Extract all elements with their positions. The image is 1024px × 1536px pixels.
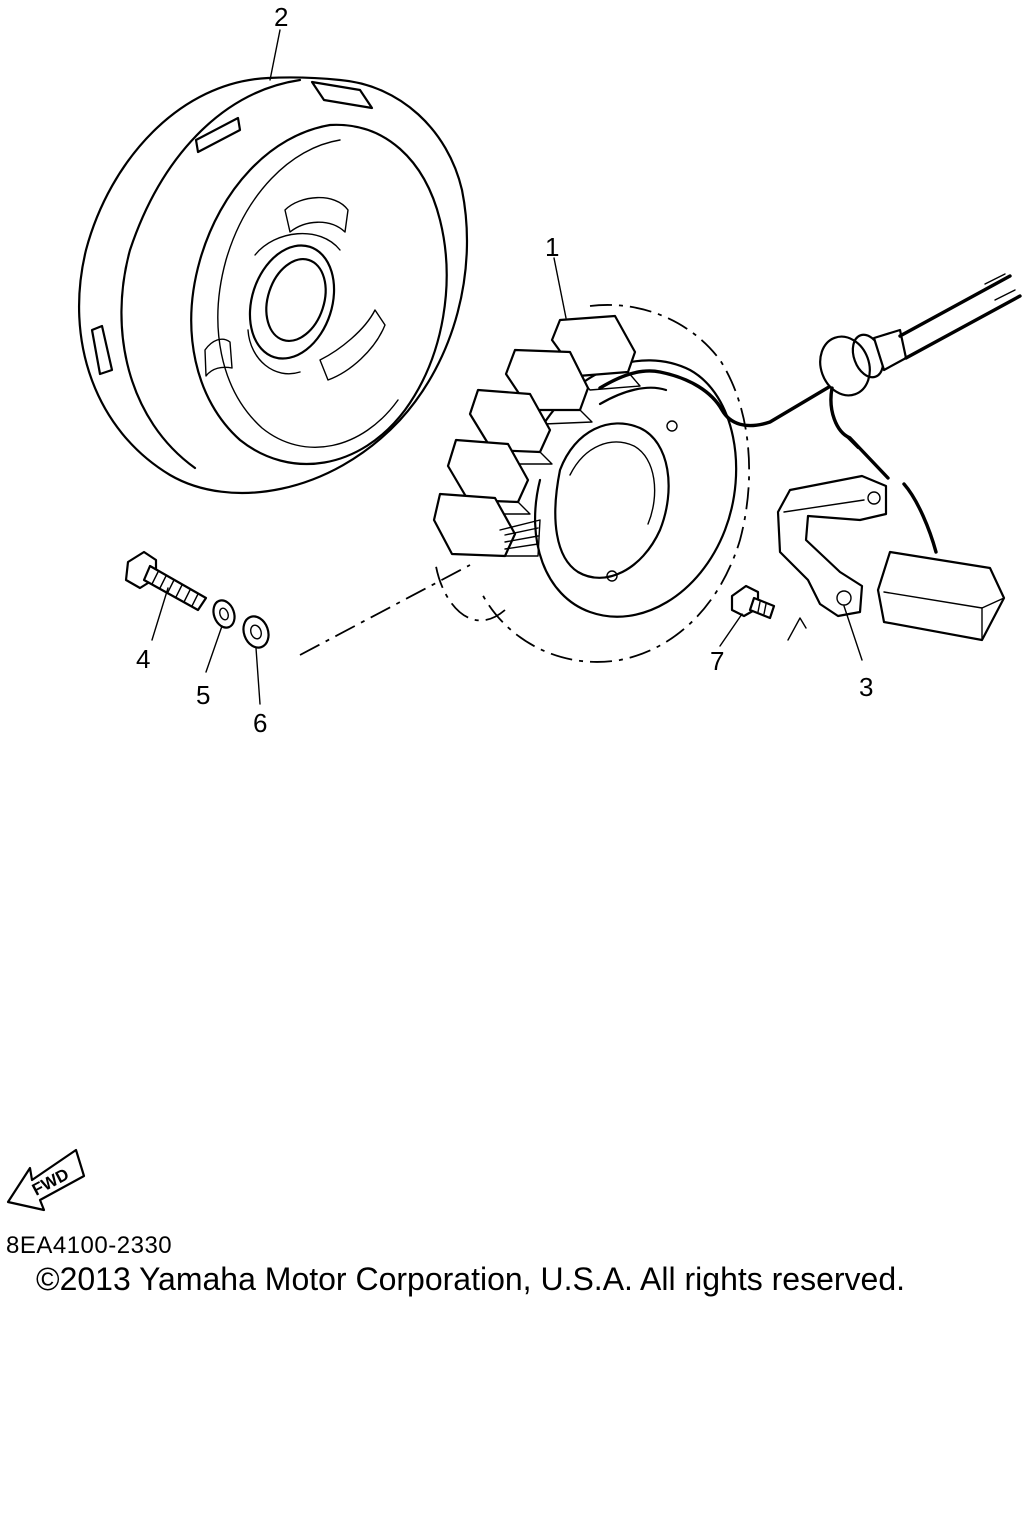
bolt bbox=[124, 550, 208, 612]
callout-2: 2 bbox=[274, 2, 288, 32]
callout-7: 7 bbox=[710, 646, 724, 676]
callout-5: 5 bbox=[196, 680, 210, 710]
callout-labels: 1 2 3 4 5 6 7 bbox=[136, 2, 873, 738]
part-code: 8EA4100-2330 bbox=[6, 1232, 173, 1259]
leader-lines bbox=[151, 29, 863, 705]
lead-bracket bbox=[776, 474, 888, 641]
copyright-notice: ©2013 Yamaha Motor Corporation, U.S.A. A… bbox=[36, 1261, 906, 1297]
callout-1: 1 bbox=[545, 232, 559, 262]
lock-washer bbox=[212, 599, 236, 629]
stator-assembly bbox=[299, 273, 1022, 663]
callout-3: 3 bbox=[859, 672, 873, 702]
callout-6: 6 bbox=[253, 708, 267, 738]
screw bbox=[730, 584, 776, 620]
plain-washer bbox=[242, 615, 270, 649]
stator-coils bbox=[432, 314, 641, 558]
fwd-arrow-icon: FWD bbox=[6, 1148, 86, 1212]
rotor-flywheel bbox=[78, 76, 469, 495]
callout-4: 4 bbox=[136, 644, 150, 674]
